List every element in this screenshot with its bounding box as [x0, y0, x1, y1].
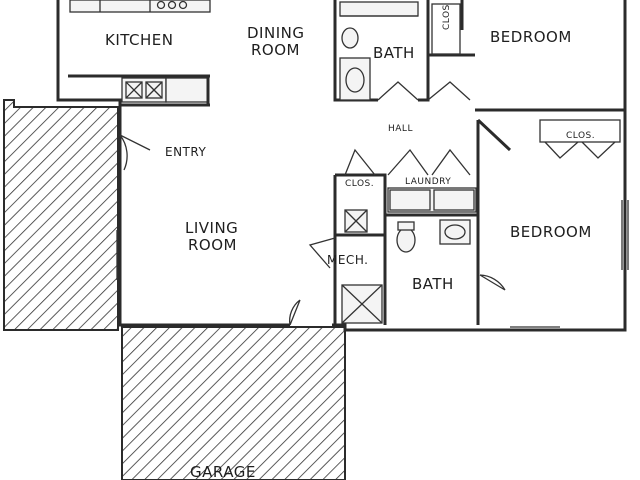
exterior-wall-bottom-right	[332, 0, 627, 332]
dining-room-label-1: DINING	[247, 24, 304, 42]
bedroom-right-label: BEDROOM	[510, 223, 592, 241]
bath-bottom-label: BATH	[412, 275, 454, 293]
laundry-label: LAUNDRY	[405, 177, 451, 187]
kitchen-counters	[68, 0, 211, 107]
garage-area	[121, 326, 346, 480]
living-room-label-2: ROOM	[188, 236, 237, 254]
kitchen-label: KITCHEN	[105, 31, 174, 49]
closet-top-label: CLOS	[442, 4, 452, 30]
bedroom-closet	[539, 119, 621, 159]
doors	[119, 134, 506, 326]
closet-top	[431, 3, 461, 55]
entry-label: ENTRY	[165, 145, 206, 159]
dining-room-label-2: ROOM	[251, 41, 300, 59]
patio-area	[3, 99, 119, 331]
exterior-wall	[56, 0, 290, 327]
closet-hall-label: CLOS.	[345, 179, 374, 189]
bath-top-label: BATH	[373, 44, 415, 62]
bottom-bath-fixtures	[396, 219, 471, 253]
mech-label: MECH.	[327, 253, 368, 267]
hall-walls	[308, 118, 512, 325]
bedroom-top-label: BEDROOM	[490, 28, 572, 46]
living-room-label-1: LIVING	[185, 219, 238, 237]
hall-label: HALL	[388, 124, 413, 134]
windows	[116, 200, 629, 328]
closet-bedroom-label: CLOS.	[566, 131, 595, 141]
garage-label: GARAGE	[190, 463, 256, 480]
top-bath-fixtures	[339, 1, 419, 101]
